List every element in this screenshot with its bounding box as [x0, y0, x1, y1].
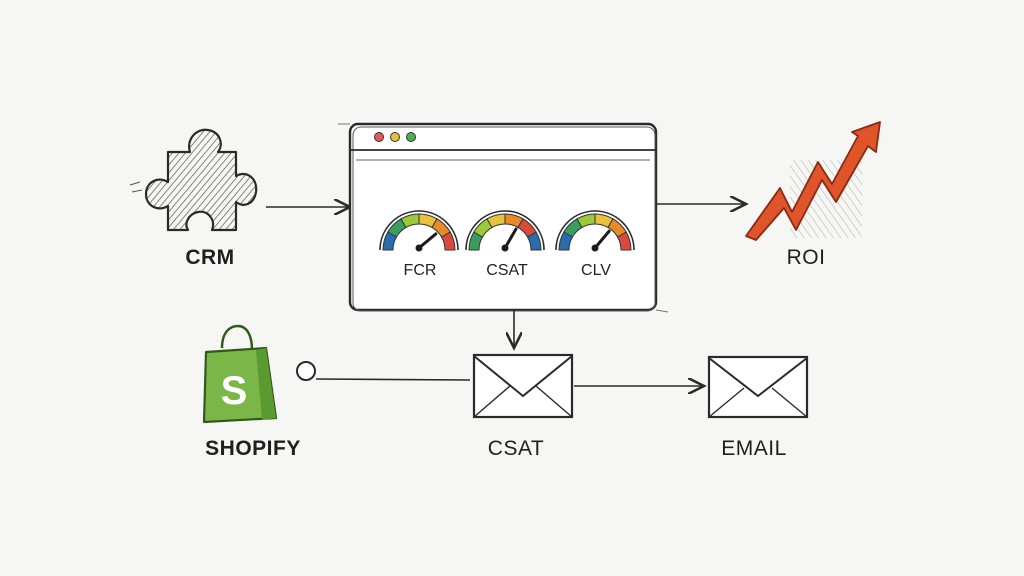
clv-gauge — [555, 210, 635, 252]
shopify-bag-icon: S — [202, 324, 278, 424]
gauge-hub — [501, 244, 509, 252]
window-close-button — [374, 132, 384, 142]
dashboard-window — [338, 122, 669, 313]
window-maximize-button — [406, 132, 416, 142]
gauge-outline — [379, 210, 459, 251]
crm-label: CRM — [185, 246, 235, 269]
connector-node — [296, 361, 316, 381]
gauge-hub — [415, 244, 423, 252]
envelope-icon — [472, 353, 574, 419]
email-label: EMAIL — [721, 437, 787, 460]
gauge-band — [440, 231, 456, 251]
csat-mail-label: CSAT — [487, 437, 545, 460]
csat-gauge-label: CSAT — [486, 262, 528, 279]
gauge-outline — [465, 210, 545, 251]
gauge-needle — [503, 227, 518, 250]
shopify-label: SHOPIFY — [205, 437, 301, 460]
svg-text:S: S — [221, 369, 248, 413]
csat-gauge — [465, 210, 545, 252]
window-minimize-button — [390, 132, 400, 142]
fcr-gauge — [379, 210, 459, 252]
fcr-gauge-label: FCR — [403, 262, 437, 279]
rising-arrow-icon — [745, 121, 881, 241]
gauge-band — [526, 231, 542, 251]
connector-shopify-to-csat — [315, 378, 471, 381]
gauge-band — [616, 231, 632, 251]
envelope-icon — [707, 355, 809, 419]
puzzle-piece-icon — [129, 128, 258, 232]
roi-label: ROI — [786, 246, 826, 269]
gauge-hub — [591, 244, 599, 252]
clv-gauge-label: CLV — [581, 262, 611, 279]
gauge-needle — [417, 232, 438, 250]
gauge-needle — [593, 229, 611, 250]
gauge-outline — [555, 210, 635, 251]
